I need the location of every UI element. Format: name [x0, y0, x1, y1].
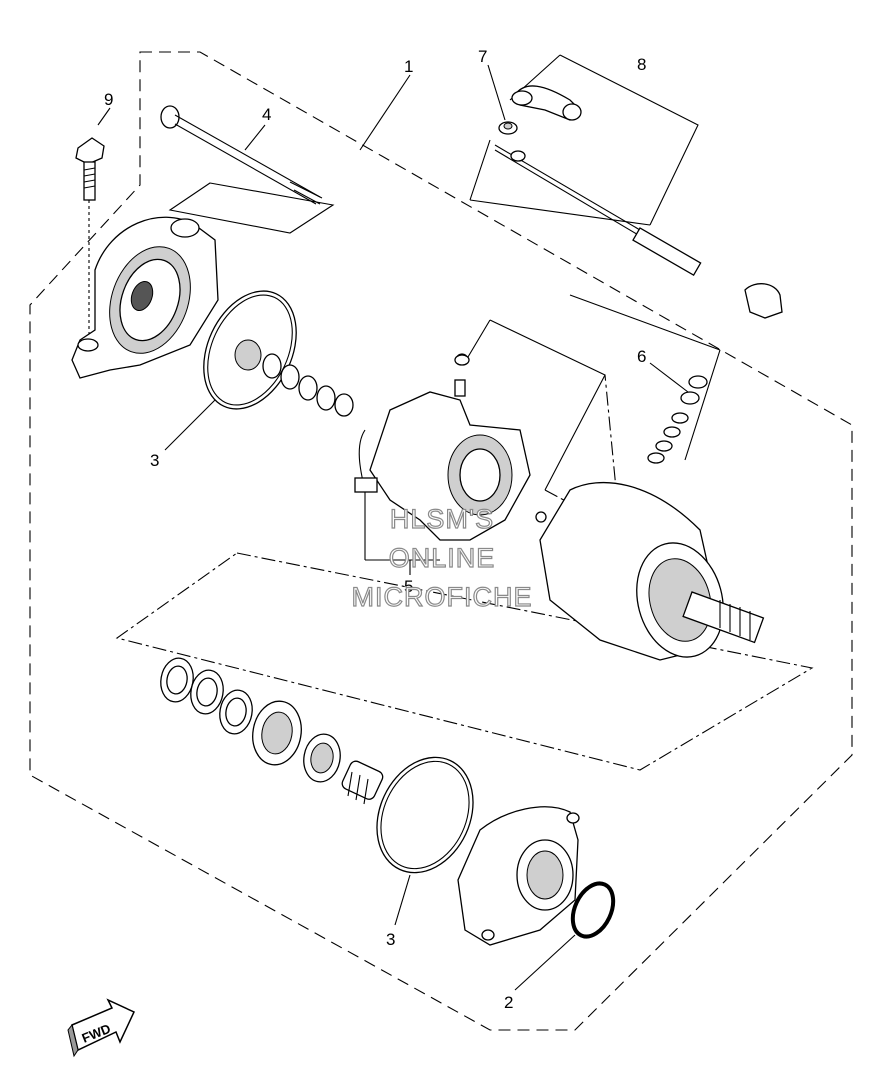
watermark-line2: ONLINE — [389, 543, 496, 573]
leader-1 — [359, 74, 411, 151]
callout-9: 9 — [104, 90, 113, 109]
rear-cover — [71, 216, 219, 379]
callout-2: 2 — [504, 993, 513, 1012]
callout-3b: 3 — [386, 930, 395, 949]
nut-stack-6 — [647, 375, 708, 464]
small-o-ring — [454, 354, 470, 366]
callout-4: 4 — [262, 105, 271, 124]
front-cover — [457, 806, 580, 946]
bracket-front-group — [115, 552, 814, 771]
armature-yoke — [535, 481, 765, 661]
leader-9 — [97, 107, 111, 126]
leader-7 — [487, 64, 506, 121]
leader-6 — [649, 362, 689, 393]
watermark-line1: HLSM'S — [390, 504, 494, 534]
watermark-line3: MICROFICHE — [352, 582, 533, 612]
callout-3a: 3 — [150, 451, 159, 470]
leader-3a — [164, 399, 216, 451]
o-ring-front — [376, 756, 474, 874]
assembly-boundary — [29, 51, 853, 1031]
oil-seal — [252, 700, 302, 766]
bolt-9 — [75, 137, 105, 340]
callout-5: 5 — [404, 577, 413, 596]
callout-8: 8 — [637, 55, 646, 74]
through-bolt-4 — [160, 105, 323, 205]
bearing — [303, 733, 341, 783]
rear-washers — [234, 339, 354, 417]
wire-lead-8 — [494, 85, 783, 319]
bracket-6 — [569, 294, 721, 461]
leader-4 — [244, 124, 266, 151]
callout-6: 6 — [637, 347, 646, 366]
o-ring-2 — [570, 881, 616, 939]
needle-bearing — [341, 760, 384, 805]
callout-7: 7 — [478, 47, 487, 66]
bracket-8 — [469, 54, 699, 226]
front-shims — [160, 657, 253, 735]
fwd-arrow: FWD — [67, 998, 135, 1058]
bracket-rod — [168, 182, 335, 234]
brush-holder-5 — [354, 353, 531, 541]
callout-1: 1 — [404, 57, 413, 76]
nut-7 — [498, 121, 518, 135]
leader-3b — [394, 874, 411, 926]
leader-2 — [514, 934, 576, 991]
